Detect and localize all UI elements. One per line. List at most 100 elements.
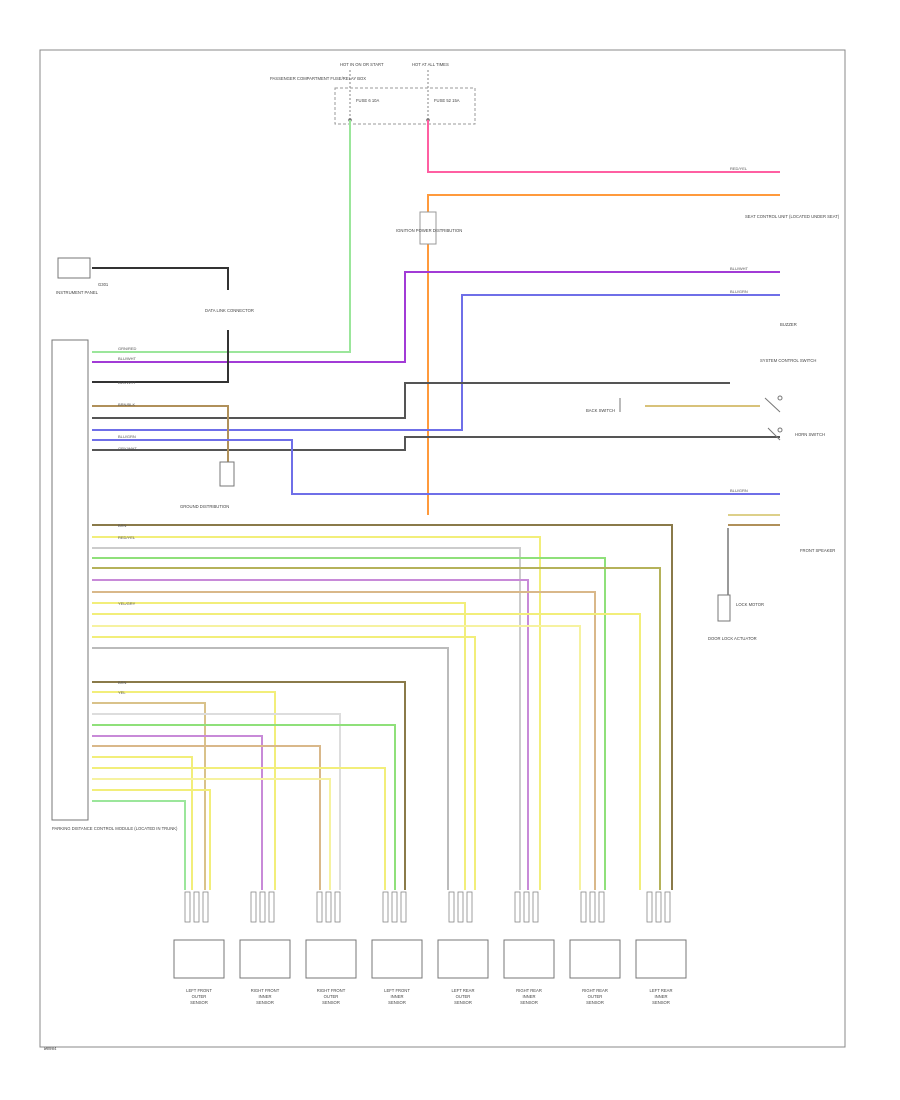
instrument-panel-label: INSTRUMENT PANEL [56,290,99,295]
buzzer-label: BUZZER [780,322,797,327]
connector-pin [664,891,671,923]
connector-pin [259,891,266,923]
wire-tan [92,405,229,470]
wire-black-dlc [92,330,229,383]
horn-switch-label: HORN SWITCH [795,432,825,437]
connector-pin [325,891,332,923]
connector-pin [382,891,389,923]
connector-pin [655,891,662,923]
sensor-label: RIGHT REAR [582,988,608,993]
wire-label: YEL [118,690,126,695]
sensor-label: INNER [390,994,403,999]
sensor-label: SENSOR [256,1000,274,1005]
connector-pin [466,891,473,923]
wire-green [92,120,351,353]
wire-black-2 [92,382,730,419]
fuse-right-label: FUSE 52 15A [434,98,460,103]
fuse-left-label: FUSE 6 10A [356,98,379,103]
fuse-relay-box: PASSENGER COMPARTMENT FUSE/RELAY BOX HOT… [270,62,476,125]
relay-and-switches: IGNITION POWER DISTRIBUTION SEAT CONTROL… [396,211,840,441]
connector-pin [514,891,521,923]
sensor-label: SENSOR [388,1000,406,1005]
wire-label: RED/YEL [118,535,136,540]
wire-orange [427,194,780,515]
wire-pink [427,120,780,173]
wire-label: BRN/BLK [118,402,135,407]
connector-pin [391,891,398,923]
hot-right-label: HOT AT ALL TIMES [412,62,449,67]
connector-pin [250,891,257,923]
front-speaker-area: FRONT SPEAKER LOCK MOTOR DOOR LOCK ACTUA… [180,461,835,641]
seat-control-label: SEAT CONTROL UNIT (LOCATED UNDER SEAT) [745,214,840,219]
sensor-label: LEFT FRONT [384,988,410,993]
sensor-label: OUTER [324,994,339,999]
sensor-label: SENSOR [190,1000,208,1005]
wire-label: YEL/GRY [118,601,136,606]
wire-label: BRN [118,680,127,685]
sensor-box [173,939,225,979]
sensor-label: SENSOR [586,1000,604,1005]
wire-label: BLU/GRN [118,434,136,439]
wire-purple [92,271,780,363]
wire-label: BLU/GRN [730,289,748,294]
sensor-label: INNER [654,994,667,999]
wires-top [92,120,780,515]
sensor-label: RIGHT FRONT [317,988,346,993]
sensor-label: LEFT FRONT [186,988,212,993]
sensor-label: SENSOR [520,1000,538,1005]
connector-pin [448,891,455,923]
sensor-label: OUTER [192,994,207,999]
connector-pin [268,891,275,923]
lock-motor-label: LOCK MOTOR [736,602,764,607]
module-label: PARKING DISTANCE CONTROL MODULE (LOCATED… [52,826,178,831]
sensor-box [569,939,621,979]
connector-pin [457,891,464,923]
hot-left-label: HOT IN ON OR START [340,62,384,67]
connector-pin [598,891,605,923]
sensor-label: LEFT REAR [452,988,475,993]
wire-label: GRN/RED [118,346,137,351]
sensor-box [635,939,687,979]
connector-pin [589,891,596,923]
wire-label: BLU/WHT [118,356,137,361]
parking-distance-control-module: PARKING DISTANCE CONTROL MODULE (LOCATED… [51,339,178,831]
fuse-block-label: IGNITION POWER DISTRIBUTION [396,228,462,233]
sensor-label: OUTER [588,994,603,999]
connector-pin [202,891,209,923]
wire-label: BRN [118,523,127,528]
data-link-connector-label: DATA LINK CONNECTOR [205,308,254,313]
sensor-label: RIGHT REAR [516,988,542,993]
footer-code: W0084 [44,1048,57,1052]
wire-blue-1 [92,294,780,431]
wire-blue-2 [92,439,780,495]
connector-pin [646,891,653,923]
connector-pin [532,891,539,923]
ground-label: G301 [98,282,109,287]
connector-pin [193,891,200,923]
fuse-box-label: PASSENGER COMPARTMENT FUSE/RELAY BOX [270,76,366,81]
wire-label: BLU/GRN [730,488,748,493]
sensor-label: OUTER [456,994,471,999]
module-pin-labels: GRN/RED BLU/WHT BLK/WHT BRN/BLK BLU/GRN … [118,166,749,695]
diagram-border [39,49,846,1048]
connector-pin [316,891,323,923]
connector-pin [184,891,191,923]
wire-label: RED/YEL [730,166,748,171]
back-switch-label: BACK SWITCH [586,408,615,413]
sensor-box [437,939,489,979]
connector-pin [400,891,407,923]
connector-pin [334,891,341,923]
door-lock-label: DOOR LOCK ACTUATOR [708,636,757,641]
sensor-label: LEFT REAR [650,988,673,993]
wire-black-ic [92,267,229,290]
wire-label: BLU/WHT [730,266,749,271]
sensor-label: SENSOR [454,1000,472,1005]
